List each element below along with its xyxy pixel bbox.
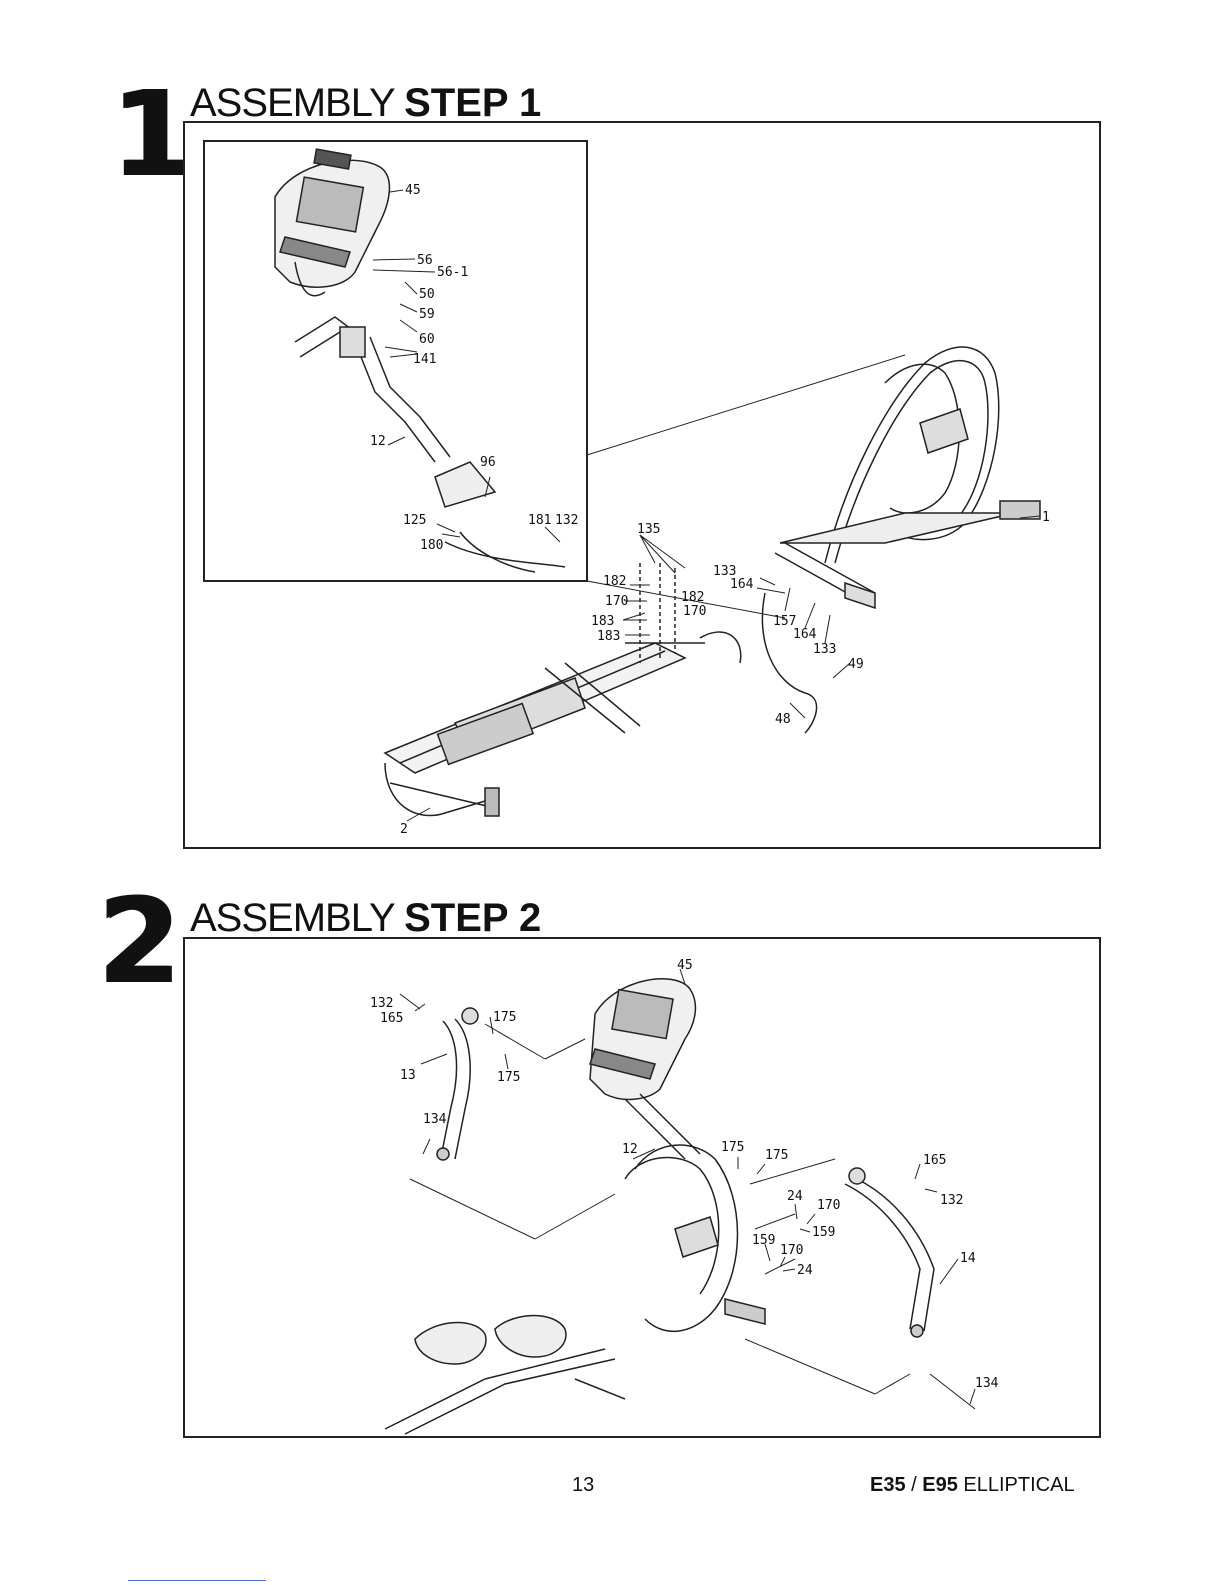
s2-label-165-right: 165 — [923, 1153, 946, 1168]
step-1-title: ASSEMBLY STEP 1 — [190, 83, 541, 123]
s2-label-13: 13 — [400, 1068, 416, 1083]
s2-label-132-right: 132 — [940, 1193, 963, 1208]
label-1: 1 — [1042, 510, 1050, 525]
elliptical-frame-illustration — [775, 347, 1040, 608]
step-2-console-illustration — [590, 979, 700, 1159]
s2-label-175-upper: 175 — [493, 1010, 516, 1025]
s2-label-45: 45 — [677, 958, 693, 973]
model-e35: E35 — [870, 1474, 906, 1496]
s2-label-175-mid-a: 175 — [721, 1140, 744, 1155]
label-170-left: 170 — [605, 594, 628, 609]
s2-label-134-left: 134 — [423, 1112, 447, 1127]
label-164-upper: 164 — [730, 577, 754, 592]
model-product: ELLIPTICAL — [958, 1474, 1075, 1496]
s2-label-24-upper: 24 — [787, 1189, 803, 1204]
step-1-title-step: STEP 1 — [404, 81, 541, 125]
inset-label-141: 141 — [413, 352, 436, 367]
s2-label-175-lower: 175 — [497, 1070, 520, 1085]
s2-label-170-upper: 170 — [817, 1198, 840, 1213]
step-2-diagram-panel: 45 132 165 175 175 13 134 12 175 175 165… — [183, 937, 1101, 1438]
bottom-link-underline — [128, 1580, 266, 1581]
step-1-detail-inset: 45 56 56-1 50 59 60 141 12 96 125 181 13… — [203, 140, 588, 582]
inset-label-56-1: 56-1 — [437, 265, 468, 280]
model-separator: / — [906, 1474, 923, 1496]
label-135: 135 — [637, 522, 660, 537]
label-164-lower: 164 — [793, 627, 817, 642]
step-1-number: 1 — [110, 75, 192, 193]
s2-label-159-lower: 159 — [752, 1233, 775, 1248]
step-2-frame-illustration — [385, 1145, 765, 1434]
step-2-handlebars-illustration — [437, 1008, 934, 1337]
step-2-number: 2 — [97, 882, 179, 1000]
inset-label-132: 132 — [555, 513, 578, 528]
step-1-diagram-panel: 135 182 170 182 170 183 183 133 164 157 … — [183, 121, 1101, 849]
elliptical-rail-illustration — [385, 563, 817, 816]
inset-label-181: 181 — [528, 513, 551, 528]
s2-label-134-right: 134 — [975, 1376, 999, 1391]
label-49: 49 — [848, 657, 864, 672]
inset-label-12: 12 — [370, 434, 386, 449]
inset-label-50: 50 — [419, 287, 435, 302]
s2-label-132-left: 132 — [370, 996, 393, 1011]
s2-label-159-upper: 159 — [812, 1225, 835, 1240]
inset-label-56: 56 — [417, 253, 433, 268]
label-183-upper: 183 — [591, 614, 614, 629]
step-2-title: ASSEMBLY STEP 2 — [190, 898, 541, 938]
s2-label-170-lower: 170 — [780, 1243, 803, 1258]
step-2-title-assembly: ASSEMBLY — [190, 896, 394, 940]
step-2-diagram: 45 132 165 175 175 13 134 12 175 175 165… — [185, 939, 1099, 1436]
label-170-right: 170 — [683, 604, 706, 619]
label-133-lower: 133 — [813, 642, 836, 657]
label-183-lower: 183 — [597, 629, 620, 644]
step-2-title-step: STEP 2 — [404, 896, 541, 940]
s2-label-14: 14 — [960, 1251, 976, 1266]
inset-label-59: 59 — [419, 307, 435, 322]
label-2: 2 — [400, 822, 408, 837]
s2-label-175-mid-b: 175 — [765, 1148, 788, 1163]
inset-label-45: 45 — [405, 183, 421, 198]
step-1-title-assembly: ASSEMBLY — [190, 81, 394, 125]
console-illustration — [275, 149, 389, 296]
inset-label-96: 96 — [480, 455, 496, 470]
label-48: 48 — [775, 712, 791, 727]
s2-label-165-left: 165 — [380, 1011, 403, 1026]
label-182-left: 182 — [603, 574, 626, 589]
model-name: E35 / E95 ELLIPTICAL — [870, 1474, 1075, 1497]
inset-label-60: 60 — [419, 332, 435, 347]
s2-label-12: 12 — [622, 1142, 638, 1157]
inset-label-125: 125 — [403, 513, 426, 528]
model-e95: E95 — [922, 1474, 958, 1496]
label-182-right: 182 — [681, 590, 704, 605]
inset-label-180: 180 — [420, 538, 443, 553]
s2-label-24-lower: 24 — [797, 1263, 813, 1278]
page-number: 13 — [572, 1474, 594, 1497]
console-detail-diagram: 45 56 56-1 50 59 60 141 12 96 125 181 13… — [205, 142, 586, 580]
